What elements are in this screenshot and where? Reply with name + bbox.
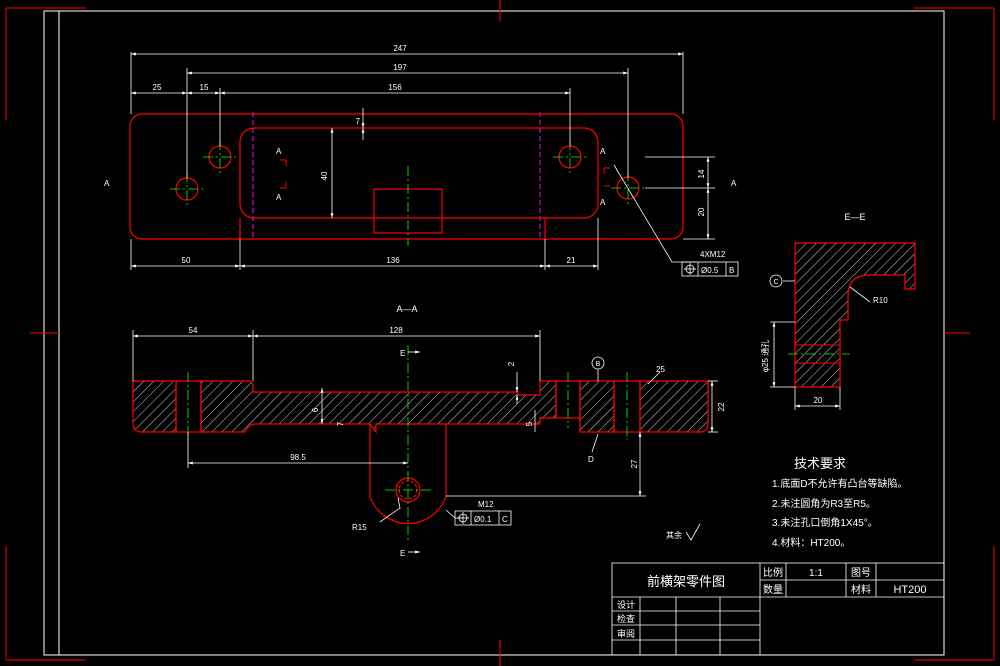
section-ee-view: E—E R10 φ25 通孔 20 C (760, 212, 916, 410)
tech-requirement-3: 3.未注孔口倒角1X45°。 (772, 516, 878, 529)
dim-98-5: 98.5 (290, 453, 306, 462)
dim-136: 136 (386, 256, 400, 265)
frame-center-marks (5, 0, 995, 666)
designer-label: 设计 (617, 599, 635, 610)
section-aa-view: A—A (132, 304, 726, 558)
dim-2: 2 (507, 361, 516, 366)
cut-mark-e-top: E (400, 349, 405, 358)
section-aa-dimension-lines (132, 330, 718, 523)
dim-20-ee: 20 (814, 396, 823, 405)
tech-requirement-2: 2.未注圆角为R3至R5。 (772, 497, 876, 510)
dim-27: 27 (630, 459, 639, 468)
top-view-outline (129, 113, 684, 240)
dim-54: 54 (189, 326, 198, 335)
top-view-holes (175, 145, 640, 201)
fcf2-tolerance: Ø0.1 (474, 515, 492, 524)
section-aa-hatch (132, 380, 709, 434)
top-view-hidden-lines (252, 112, 541, 239)
dim-22: 22 (717, 402, 726, 411)
fcf-4xm12: 4XM12 Ø0.5 B (681, 250, 739, 277)
tech-requirements: 技术要求 1.底面D不允许有凸台等缺陷。 2.未注圆角为R3至R5。 3.未注孔… (772, 456, 908, 549)
datum-c-label: C (773, 279, 778, 286)
drawing-no-label: 图号 (851, 567, 871, 579)
dim-15: 15 (200, 83, 209, 92)
dim-14: 14 (697, 169, 706, 178)
fcf2-datum: C (502, 515, 508, 524)
surface-rest-label: 其余 (666, 530, 682, 540)
dim-197: 197 (393, 63, 407, 72)
top-view-section-markers: A A A A A A (104, 147, 737, 207)
section-mark-a-inner-4: A (600, 198, 606, 207)
tech-requirements-title: 技术要求 (794, 456, 846, 471)
datum-b-label: B (596, 361, 601, 368)
dim-25-sec: 25 (656, 365, 665, 374)
cut-mark-e-bottom: E (400, 549, 405, 558)
callout-m12: M12 (478, 500, 494, 509)
section-ee-dimension-lines (770, 280, 871, 410)
section-ee-hatch (794, 242, 916, 388)
qty-label: 数量 (763, 583, 783, 596)
top-view: 247 197 25 15 156 7 40 14 20 50 136 21 A… (104, 44, 739, 277)
surface-roughness-note: 其余 (666, 523, 701, 541)
section-mark-a-left: A (104, 179, 110, 188)
dim-156: 156 (388, 83, 402, 92)
section-mark-a-inner-3: A (600, 147, 606, 156)
dim-40: 40 (320, 171, 329, 180)
material-label: 材料 (851, 583, 871, 596)
dim-r15: R15 (352, 523, 367, 532)
top-view-centerlines (170, 140, 645, 246)
section-aa-title: A—A (396, 304, 417, 314)
dim-r10: R10 (873, 296, 888, 305)
top-view-pocket (239, 218, 546, 239)
scale-value: 1:1 (809, 568, 823, 579)
part-name: 前横架零件图 (647, 574, 725, 589)
checker-label: 检查 (617, 613, 635, 624)
tech-requirement-1: 1.底面D不允许有凸台等缺陷。 (772, 477, 908, 490)
section-e-cut-marks: E E (400, 349, 420, 558)
dim-5: 5 (525, 421, 534, 426)
dim-247: 247 (393, 44, 407, 53)
surface-d-label: D (588, 455, 594, 464)
dim-128: 128 (389, 326, 403, 335)
top-view-boss (239, 127, 599, 219)
dim-7-sec: 7 (336, 421, 345, 426)
datum-b-symbol: B (591, 356, 605, 381)
dim-20: 20 (697, 207, 706, 216)
section-ee-title: E—E (844, 212, 865, 222)
section-aa-dimension-texts: 54 128 98.5 22 27 6 7 2 5 25 R15 D (189, 326, 726, 532)
dim-25: 25 (153, 83, 162, 92)
dim-6: 6 (311, 407, 320, 412)
material-value: HT200 (893, 584, 926, 596)
top-view-cut-ticks (280, 159, 610, 189)
scale-label: 比例 (763, 566, 783, 579)
dim-21: 21 (567, 256, 576, 265)
tech-requirement-4: 4.材料：HT200。 (772, 536, 850, 549)
reviewer-label: 审阅 (617, 628, 635, 639)
fcf1-tolerance: Ø0.5 (701, 266, 719, 275)
dim-phi25: φ25 通孔 (760, 340, 770, 372)
fcf-m12: M12 Ø0.1 C (454, 500, 512, 526)
section-mark-a-right: A (731, 179, 737, 188)
section-mark-a-inner-1: A (276, 147, 282, 156)
section-ee-texts: R10 φ25 通孔 20 (760, 296, 888, 405)
callout-4xm12: 4XM12 (700, 250, 726, 259)
datum-c-symbol: C (769, 274, 783, 288)
title-block: 前横架零件图 比例 1:1 图号 数量 材料 HT200 设计 检查 审阅 (611, 562, 945, 656)
section-aa-centerlines (187, 345, 628, 540)
dim-7: 7 (356, 117, 361, 126)
top-view-dimension-texts: 247 197 25 15 156 7 40 14 20 50 136 21 (153, 44, 706, 265)
dim-50: 50 (182, 256, 191, 265)
top-view-dimension-lines (130, 52, 715, 270)
section-mark-a-inner-2: A (276, 193, 282, 202)
fcf1-datum: B (729, 266, 734, 275)
